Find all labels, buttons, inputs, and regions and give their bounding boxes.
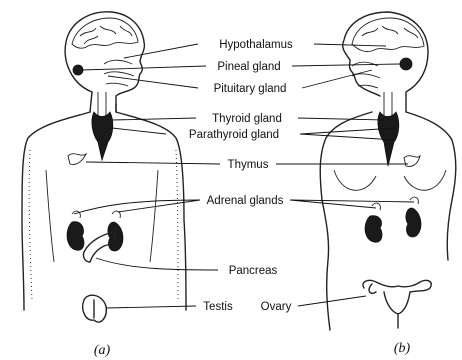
label-testis: Testis <box>203 301 233 313</box>
label-thymus: Thymus <box>228 159 269 171</box>
label-thyroid-gland: Thyroid gland <box>212 113 282 125</box>
male-head-outline <box>65 12 144 112</box>
female-left-kidney <box>365 216 382 243</box>
labels: Hypothalamus Pineal gland Pituitary glan… <box>189 39 293 313</box>
female-right-kidney <box>406 208 421 237</box>
label-pancreas: Pancreas <box>229 265 278 277</box>
male-figure <box>22 12 186 322</box>
male-pineal-gland <box>73 65 83 75</box>
female-figure <box>320 12 456 330</box>
male-thymus <box>68 154 86 165</box>
female-thymus <box>404 156 420 167</box>
female-pineal-gland <box>400 58 412 70</box>
male-left-kidney <box>67 222 84 251</box>
female-head-outline <box>343 12 428 112</box>
label-hypothalamus: Hypothalamus <box>219 39 293 51</box>
leader-testis <box>106 306 196 308</box>
female-mouth-cavity <box>352 62 380 88</box>
male-shading <box>29 150 178 300</box>
male-testis <box>83 295 107 322</box>
label-pineal-gland: Pineal gland <box>217 61 280 73</box>
male-thyroid-gland <box>92 112 113 160</box>
male-neck <box>90 92 116 112</box>
label-ovary: Ovary <box>261 301 292 313</box>
leader-ovary <box>298 296 366 306</box>
label-parathyroid-gland: Parathyroid gland <box>189 129 279 141</box>
label-adrenal-glands: Adrenal glands <box>207 195 284 207</box>
male-mouth-cavity <box>104 60 134 86</box>
female-ovary <box>363 280 431 328</box>
label-pituitary-gland: Pituitary gland <box>214 83 287 95</box>
male-waist-lines <box>46 170 158 262</box>
leader-pancreas <box>96 258 218 270</box>
female-brain <box>352 18 424 52</box>
female-breasts <box>334 170 446 190</box>
male-brain <box>72 18 138 48</box>
caption-male: (a) <box>94 343 111 358</box>
caption-female: (b) <box>394 341 411 356</box>
